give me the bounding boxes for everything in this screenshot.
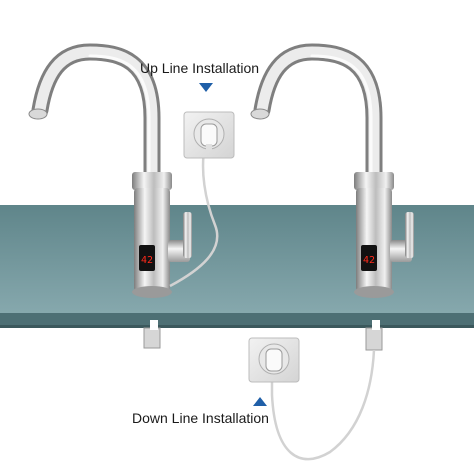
left-temperature-display	[139, 245, 155, 271]
right-temperature-display	[361, 245, 377, 271]
up-line-installation-label: Up Line Installation	[140, 60, 260, 76]
left-display-digits: 42	[141, 255, 153, 266]
upper-wall-socket	[183, 111, 235, 159]
right-faucet	[250, 43, 414, 351]
lower-wall-socket	[248, 337, 300, 383]
down-line-installation-label: Down Line Installation	[132, 410, 269, 426]
right-display-digits: 42	[363, 255, 375, 266]
countertop-edge	[0, 313, 474, 325]
left-power-cord	[169, 144, 219, 288]
right-power-cord	[270, 349, 376, 461]
upper-plug	[200, 123, 218, 147]
triangle-up-icon	[253, 397, 267, 406]
triangle-down-icon	[199, 83, 213, 92]
lower-plug	[265, 348, 283, 372]
left-faucet	[28, 43, 192, 349]
